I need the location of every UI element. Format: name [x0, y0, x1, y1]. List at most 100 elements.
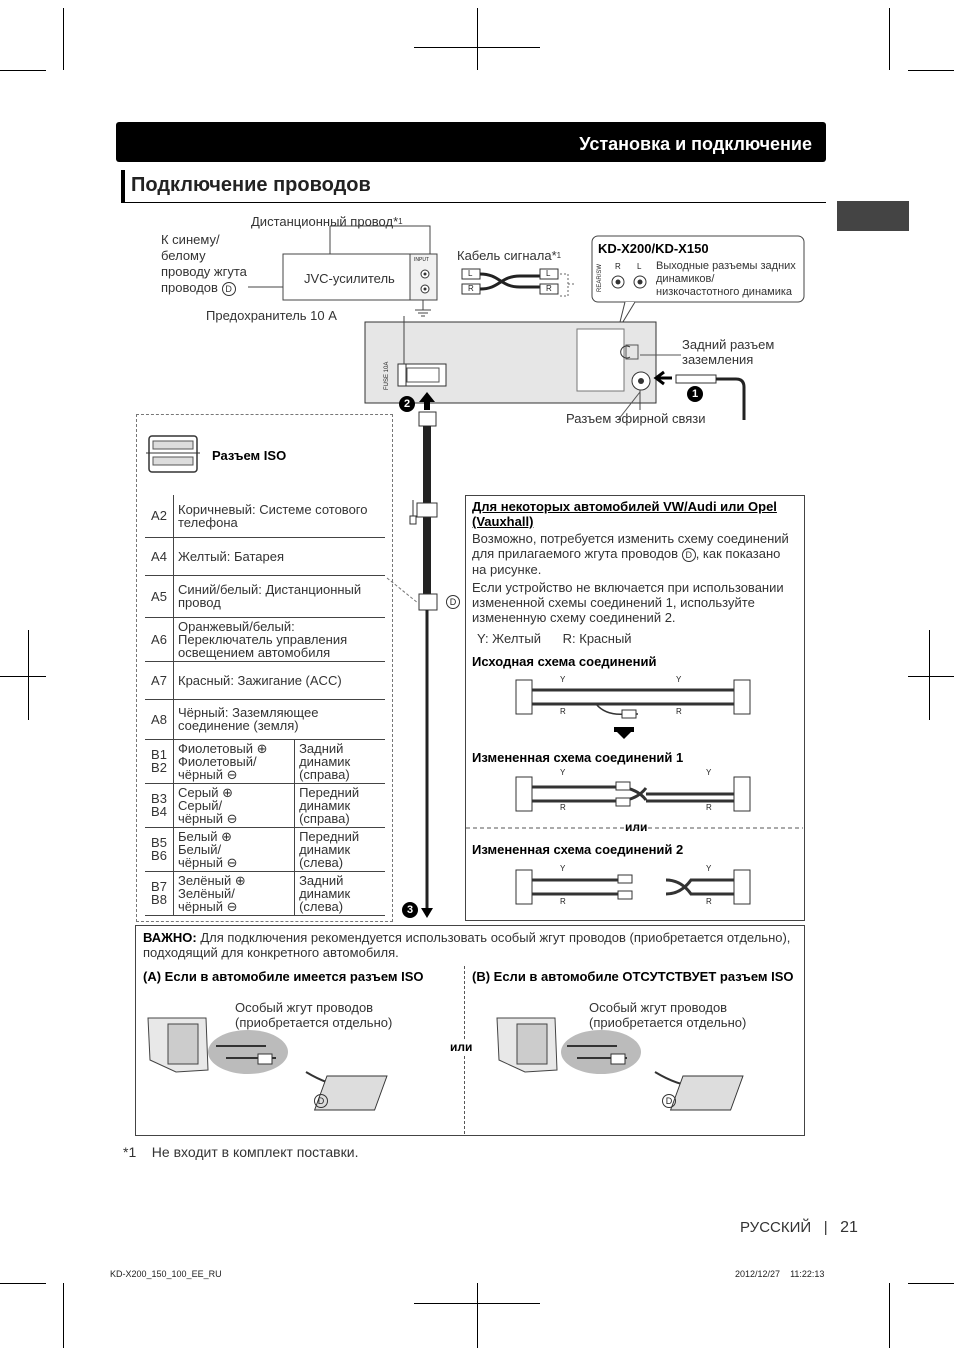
wire-y-label: Y	[676, 675, 682, 684]
harness-label-b: Особый жгут проводов (приобретается отде…	[589, 1000, 747, 1030]
leader-lines	[617, 391, 641, 421]
rear-r-label: R	[615, 262, 621, 271]
crop-mark	[477, 1283, 478, 1348]
crop-mark	[0, 70, 46, 71]
crop-mark	[28, 630, 29, 720]
to-blue-white-label: К синему/ белому проводу жгута проводов …	[161, 232, 247, 296]
harness-d-label-b: D	[662, 1094, 676, 1108]
fuse-small-label: FUSE 10A	[384, 361, 390, 390]
section-title: Установка и подключение	[579, 134, 812, 154]
harness-schemes	[466, 679, 803, 905]
wire-r-label: R	[560, 803, 566, 812]
crop-mark	[63, 1283, 64, 1348]
pin-cell: A5	[145, 575, 174, 618]
vw-paragraph-2: Если устройство не включается при исполь…	[472, 580, 784, 625]
important-text: ВАЖНО: Для подключения рекомендуется исп…	[143, 930, 791, 960]
color-cell: Серый ⊕Серый/ чёрный ⊖	[173, 783, 296, 828]
color-cell: Белый ⊕Белый/ чёрный ⊖	[173, 827, 296, 872]
remote-wire	[330, 225, 431, 254]
pin-cell: A8	[145, 699, 174, 740]
dest-cell: Задний динамик (слева)	[294, 871, 385, 916]
iso-connector-icon	[146, 435, 200, 473]
crop-mark	[889, 1283, 890, 1348]
crop-mark	[477, 8, 478, 70]
desc-cell: Коричневый: Системе сотового телефона	[173, 495, 385, 538]
pin-cell: B1 B2	[145, 739, 174, 784]
plug-r-label: R	[468, 284, 474, 293]
crop-mark	[908, 676, 954, 677]
crop-mark	[908, 1283, 954, 1284]
signal-cable	[479, 272, 540, 291]
plug-l-label: L	[468, 269, 473, 278]
wire-y-label: Y	[560, 768, 566, 777]
wire-y-label: Y	[560, 675, 566, 684]
iso-table-frame	[136, 414, 393, 922]
dest-cell: Задний динамик (справа)	[294, 739, 385, 784]
pin-cell: B7 B8	[145, 871, 174, 916]
important-box	[135, 925, 805, 1136]
crop-mark	[0, 1283, 46, 1284]
remote-wire-label: Дистанционный провод*1	[251, 214, 403, 229]
harness-label-a: Особый жгут проводов (приобретается отде…	[235, 1000, 393, 1030]
divider	[121, 202, 826, 203]
plug-l-label: L	[546, 269, 551, 278]
antenna-label: Разъем эфирной связи	[566, 411, 706, 426]
option-a-title: (A) Если в автомобиле имеется разъем ISO	[143, 969, 424, 984]
desc-cell: Оранжевый/белый: Переключатель управлени…	[173, 617, 385, 662]
install-illustration-a	[147, 1017, 388, 1111]
pin-cell: B5 B6	[145, 827, 174, 872]
step-2-badge: 2	[399, 396, 415, 412]
desc-cell: Красный: Зажигание (ACC)	[173, 661, 385, 700]
mod1-scheme-title: Измененная схема соединений 1	[472, 750, 684, 765]
page-footer: РУССКИЙ | 21	[740, 1219, 858, 1236]
pin-cell: A4	[145, 537, 174, 576]
wire-y-label: Y	[706, 768, 712, 777]
color-cell: Фиолетовый ⊕Фиолетовый/ чёрный ⊖	[173, 739, 296, 784]
fuse-label: Предохранитель 10 А	[206, 308, 337, 323]
file-name: KD-X200_150_100_EE_RU	[110, 1269, 222, 1279]
dest-cell: Передний динамик (слева)	[294, 827, 385, 872]
rear-outputs-label: Выходные разъемы задних динамиков/ низко…	[656, 260, 796, 298]
language-tab	[837, 201, 909, 231]
crop-mark	[63, 8, 64, 70]
crop-mark	[908, 70, 954, 71]
rear-ground-label: Задний разъем заземления	[682, 337, 775, 367]
wire-y-label: Y	[560, 864, 566, 873]
antenna-cable	[716, 377, 746, 420]
wiring-diagram	[248, 225, 805, 918]
plug-r-label: R	[546, 284, 552, 293]
iso-connector-label: Разъем ISO	[212, 448, 287, 463]
vw-title: Для некоторых автомобилей VW/Audi или Op…	[472, 499, 777, 529]
print-datetime: 2012/12/27 11:22:13	[735, 1269, 825, 1279]
crop-mark	[0, 676, 46, 677]
section-header-bar: Установка и подключение	[116, 122, 826, 162]
rear-sw-label: REAR/SW	[597, 263, 603, 292]
vw-audi-box	[465, 495, 805, 921]
pin-cell: B3 B4	[145, 783, 174, 828]
rear-l-label: L	[637, 262, 642, 271]
vw-paragraph-1: Возможно, потребуется изменить схему сое…	[472, 531, 789, 577]
install-illustration-b	[496, 1017, 744, 1111]
wire-r-label: R	[676, 707, 682, 716]
pin-cell: A2	[145, 495, 174, 538]
desc-cell: Чёрный: Заземляющее соединение (земля)	[173, 699, 385, 740]
option-b-title: (B) Если в автомобиле ОТСУТСТВУЕТ разъем…	[472, 969, 794, 984]
step-3-badge: 3	[402, 902, 418, 918]
pin-cell: A6	[145, 617, 174, 662]
amp-input-text: INPUT	[414, 257, 429, 263]
desc-cell: Синий/белый: Дистанционный провод	[173, 575, 385, 618]
mod2-scheme-title: Измененная схема соединений 2	[472, 842, 684, 857]
wire-r-label: R	[706, 803, 712, 812]
step-1-badge: 1	[687, 386, 703, 402]
